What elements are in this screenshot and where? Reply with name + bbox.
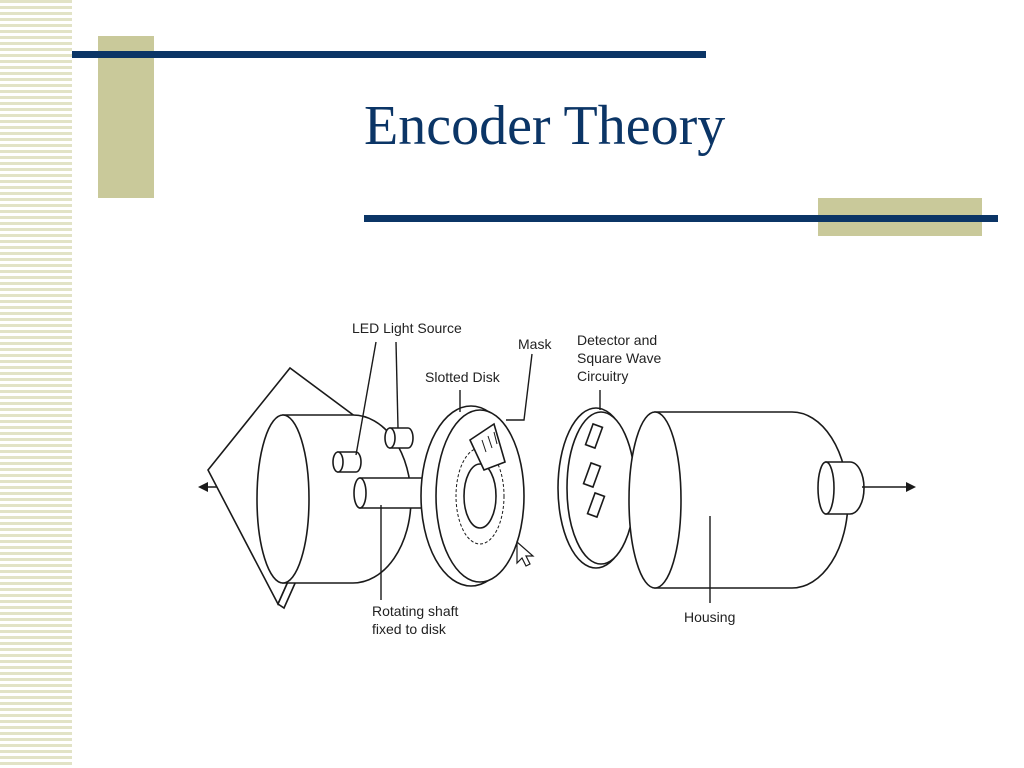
label-led-light-source: LED Light Source (352, 320, 462, 336)
label-detector-line2: Square Wave (577, 350, 662, 366)
mouse-pointer-icon (516, 540, 535, 567)
leader-led-right (395, 341, 399, 429)
title-rule-top (72, 51, 706, 58)
arrow-right-icon (862, 482, 916, 492)
led-emitter-left (332, 451, 362, 473)
slotted-disk (420, 405, 525, 587)
led-housing-cylinder (256, 414, 412, 584)
accent-block-top-left (98, 36, 154, 198)
led-emitter-right (384, 427, 414, 449)
label-shaft-line2: fixed to disk (372, 621, 447, 637)
detector-disc (557, 407, 636, 569)
slide-title: Encoder Theory (364, 95, 726, 157)
title-rule-bottom (364, 215, 998, 222)
label-housing: Housing (684, 609, 735, 625)
label-detector-line1: Detector and (577, 332, 657, 348)
encoder-housing (628, 411, 865, 589)
label-slotted-disk: Slotted Disk (425, 369, 501, 385)
decorative-stripe-band (0, 0, 72, 768)
leader-mask (506, 353, 533, 421)
label-mask: Mask (518, 336, 552, 352)
label-shaft-line1: Rotating shaft (372, 603, 458, 619)
label-detector-line3: Circuitry (577, 368, 628, 384)
leader-led-left (355, 341, 377, 456)
